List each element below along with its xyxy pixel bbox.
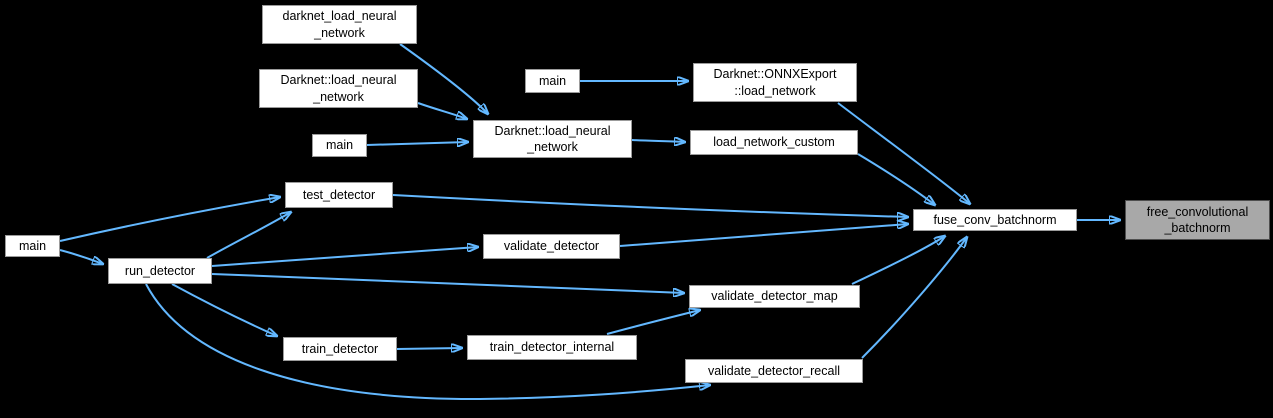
node-main-far-left[interactable]: main [5, 235, 60, 257]
node-main-top[interactable]: main [525, 69, 580, 93]
edge-run-to-vdr [145, 283, 710, 401]
node-run_detector[interactable]: run_detector [108, 258, 212, 284]
node-darknet-onnxexport-load_network[interactable]: Darknet::ONNXExport ::load_network [693, 63, 857, 102]
node-fuse_conv_batchnorm[interactable]: fuse_conv_batchnorm [913, 209, 1077, 231]
edge-main_c-to-run [59, 249, 103, 264]
node-test_detector[interactable]: test_detector [285, 182, 393, 208]
edge-run-to-vd [211, 247, 478, 267]
edge-td-to-tdi [396, 348, 462, 349]
node-validate_detector_recall[interactable]: validate_detector_recall [685, 359, 863, 383]
edge-main_c-to-test [59, 197, 280, 242]
node-darknet-load_neural_network[interactable]: Darknet::load_neural _network [473, 120, 632, 158]
node-validate_detector[interactable]: validate_detector [483, 234, 620, 259]
edge-darknet_load-to-dn_load_b [399, 43, 488, 114]
edge-onnx-to-fuse [837, 102, 970, 204]
edge-vdr-to-fuse [861, 237, 967, 359]
edge-vd-to-fuse [619, 224, 908, 247]
edge-tdi-to-vdm [606, 310, 700, 335]
edge-lnc-to-fuse [857, 153, 935, 205]
edge-dn_load_b-to-lnc [631, 140, 685, 142]
node-validate_detector_map[interactable]: validate_detector_map [689, 285, 860, 308]
node-darknet_load_neural_network[interactable]: darknet_load_neural _network [262, 5, 417, 44]
edge-run-to-td [171, 283, 277, 336]
edge-test-to-fuse [392, 194, 908, 217]
node-load_network_custom[interactable]: load_network_custom [690, 130, 858, 155]
node-train_detector[interactable]: train_detector [283, 337, 397, 361]
edge-run-to-test [206, 212, 291, 259]
edge-main_a-to-dn_load_b [366, 142, 468, 145]
edge-run-to-vdm [211, 273, 684, 293]
edge-vdm-to-fuse [851, 236, 945, 285]
edge-dn_load_a-to-dn_load_b [417, 102, 467, 119]
node-train_detector_internal[interactable]: train_detector_internal [467, 335, 637, 360]
node-free_convolutional_batchnorm-current: free_convolutional _batchnorm [1125, 200, 1270, 240]
node-main-mid-left[interactable]: main [312, 134, 367, 157]
node-darknet-load_neural_network-caller[interactable]: Darknet::load_neural _network [259, 69, 418, 108]
